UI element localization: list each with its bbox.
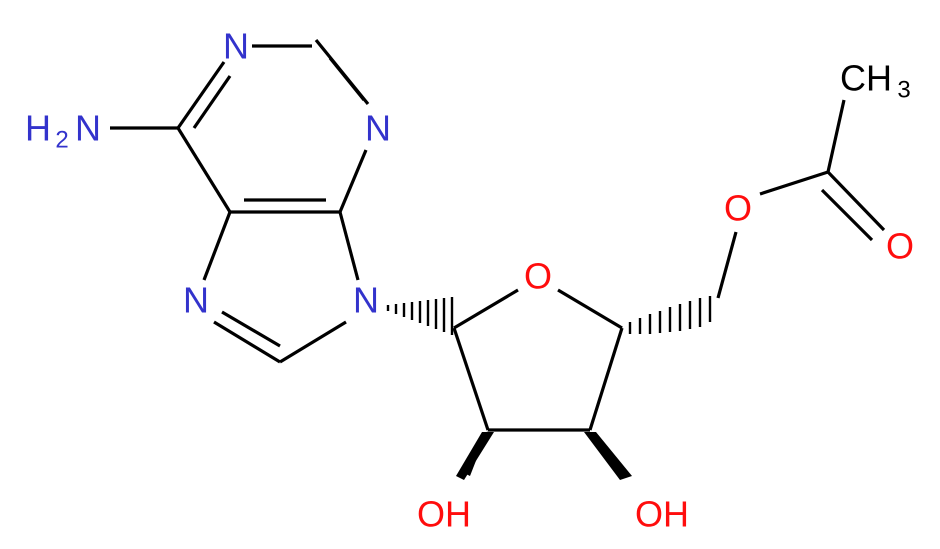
- atom-n1: N: [223, 26, 249, 67]
- bond-c5-o5: [716, 231, 738, 299]
- bond-o4-c4: [557, 288, 623, 330]
- atom-amine-n: N: [75, 108, 101, 149]
- bond-c6-n1: [176, 61, 226, 129]
- atom-ring-o: O: [524, 256, 552, 297]
- wedge-c2-oh-fill: [456, 432, 494, 480]
- bond-c4-c3: [588, 327, 624, 431]
- bond-c4-n9: [338, 211, 360, 281]
- atom-n3: N: [365, 108, 391, 149]
- atom-oh-left: OH: [417, 494, 471, 535]
- atom-n9: N: [353, 280, 379, 321]
- hash-wedge-c4-c5: [628, 296, 712, 334]
- bond-c5-c6: [176, 127, 232, 213]
- bond-c-o-double-inner: [820, 188, 874, 242]
- atom-amine-h: H: [25, 108, 51, 149]
- bond-c6-n1-inner: [192, 75, 232, 129]
- atom-n7: N: [183, 280, 209, 321]
- bond-c8-n7: [213, 320, 281, 364]
- bond-n7-c5: [202, 211, 232, 281]
- atom-ester-o: O: [724, 188, 752, 229]
- bond-c-o-double: [826, 170, 886, 232]
- wedge-c3-oh-fill: [584, 432, 632, 480]
- hash-wedge-n9-c1: [386, 297, 454, 335]
- atom-methyl: CH: [840, 58, 892, 99]
- bond-c2-c1: [452, 327, 490, 431]
- bond-c2-n3-inner: [328, 56, 366, 102]
- atom-amine-sub: 2: [55, 127, 68, 154]
- bond-n9-c8: [279, 320, 347, 364]
- bond-c8-n7-inner: [221, 310, 281, 348]
- bond-c1-o4: [453, 288, 519, 330]
- purine-bonds: [110, 38, 370, 364]
- bond-o5-cco: [759, 170, 829, 196]
- bond-c-ch3: [826, 99, 846, 173]
- ribose-bonds: [452, 99, 886, 432]
- atom-methyl-sub: 3: [897, 77, 910, 104]
- bond-n3-c4: [338, 149, 368, 213]
- atom-oh-right: OH: [635, 494, 689, 535]
- atom-carbonyl-o: O: [886, 226, 914, 267]
